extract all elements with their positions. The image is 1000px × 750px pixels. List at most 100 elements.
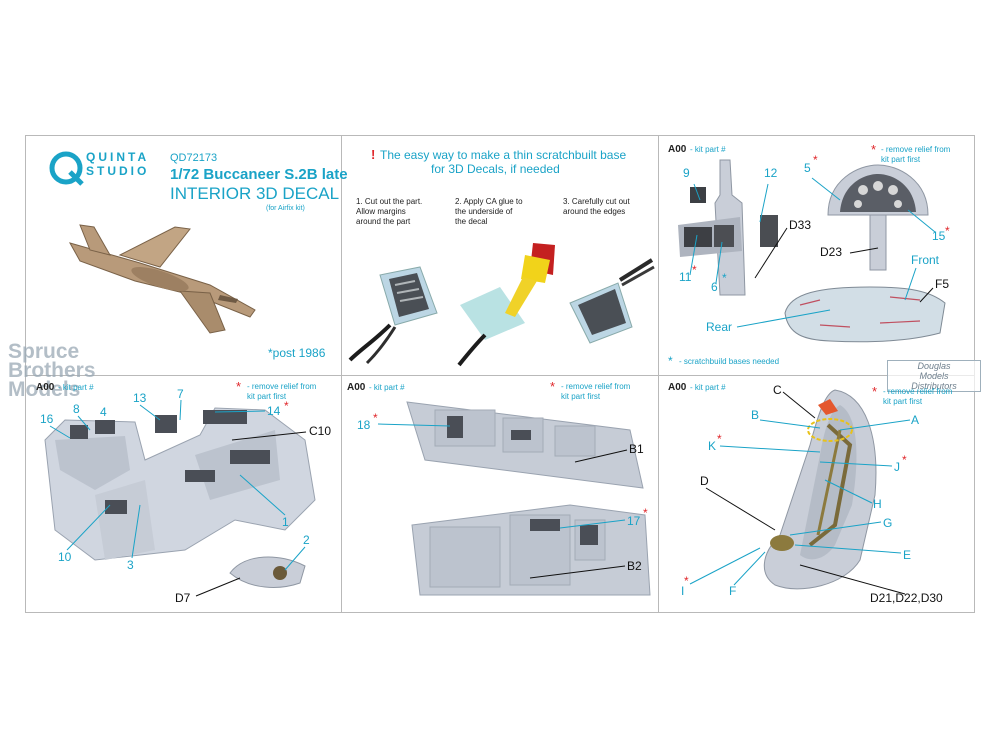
divider: [658, 135, 659, 613]
kit-part-suffix: - kit part #: [369, 383, 405, 392]
relief-line1: - remove relief from: [247, 382, 317, 391]
label-d21-d22-d30: D21,D22,D30: [870, 591, 943, 605]
kit-part-code: A00: [347, 382, 366, 393]
label-11: 11: [679, 270, 692, 284]
instrument-panel-part: [827, 164, 929, 271]
relief-line2: kit part first: [883, 397, 923, 406]
label-7: 7: [177, 387, 184, 401]
label-8: 8: [73, 402, 80, 416]
label-f: F: [729, 584, 737, 598]
scratch-star: *: [668, 354, 673, 368]
label-front: Front: [911, 253, 940, 267]
label-18: 18: [357, 418, 371, 432]
star: *: [373, 411, 378, 425]
relief-line2: kit part first: [881, 155, 921, 164]
star: *: [550, 379, 556, 394]
side-console-b2: [411, 504, 651, 596]
label-14: 14: [267, 404, 281, 418]
relief-line1: - remove relief from: [883, 387, 953, 396]
watermark-douglas: Douglas Models Distributors: [887, 360, 981, 392]
label-e: E: [903, 548, 912, 562]
label-10: 10: [58, 550, 72, 564]
label-2: 2: [303, 533, 310, 547]
label-b1: B1: [629, 442, 644, 456]
relief-line2: kit part first: [561, 392, 601, 401]
star: *: [813, 153, 818, 167]
label-d23: D23: [820, 245, 843, 259]
star: *: [872, 384, 878, 399]
star: *: [722, 271, 727, 285]
product-code: QD72173: [170, 152, 218, 164]
watermark-spruce: Spruce Brothers Models: [8, 340, 96, 401]
brand-line1: QUINTA: [86, 150, 150, 164]
star: *: [945, 224, 950, 238]
divider: [341, 135, 342, 613]
kit-part-code: A00: [668, 144, 687, 155]
label-16: 16: [40, 412, 54, 426]
highlight-ellipse: [807, 418, 853, 442]
label-k: K: [708, 439, 717, 453]
cockpit-tub-part: [44, 407, 316, 561]
label-12: 12: [764, 166, 778, 180]
kit-part-code: A00: [36, 382, 55, 393]
label-4: 4: [100, 405, 107, 419]
label-i: I: [681, 584, 685, 598]
kit-part-suffix: - kit part #: [690, 145, 726, 154]
step2-illustration: [457, 243, 555, 367]
label-15: 15: [932, 229, 946, 243]
scratch-note: - scratchbuild bases needed: [679, 357, 780, 366]
product-type: INTERIOR 3D DECAL: [170, 184, 340, 203]
label-1: 1: [282, 515, 289, 529]
label-d7: D7: [175, 591, 191, 605]
kit-part-suffix: - kit part #: [690, 383, 726, 392]
star: *: [717, 432, 722, 446]
relief-line1: - remove relief from: [561, 382, 631, 391]
label-c: C: [773, 383, 782, 397]
star: *: [902, 453, 907, 467]
howto-title-line2: for 3D Decals, if needed: [431, 162, 560, 176]
label-d: D: [700, 474, 709, 488]
label-j: J: [894, 460, 900, 474]
label-f5: F5: [935, 277, 950, 291]
label-c10: C10: [309, 424, 332, 438]
label-d33: D33: [789, 218, 812, 232]
relief-line2: kit part first: [247, 392, 287, 401]
star: *: [871, 142, 877, 157]
post-note: *post 1986: [268, 346, 326, 360]
star: *: [692, 263, 697, 277]
step1-illustration: [348, 266, 438, 365]
ejection-seat-part: [763, 389, 877, 590]
part-d7: [229, 556, 306, 588]
howto-title-line1: The easy way to make a thin scratchbuilt…: [380, 148, 627, 162]
label-17: 17: [627, 514, 641, 528]
label-g: G: [883, 516, 893, 530]
quinta-logo-icon: [49, 151, 84, 186]
kit-part-suffix: - kit part #: [58, 383, 94, 392]
console-part: [678, 159, 778, 296]
kit-part-code: A00: [668, 382, 687, 393]
label-rear: Rear: [706, 320, 733, 334]
label-a: A: [911, 413, 920, 427]
label-h: H: [873, 497, 882, 511]
label-b: B: [751, 408, 760, 422]
label-9: 9: [683, 166, 690, 180]
label-3: 3: [127, 558, 134, 572]
star: *: [643, 506, 648, 520]
product-name: 1/72 Buccaneer S.2B late: [170, 166, 348, 183]
howto-bang: !: [371, 147, 376, 162]
kit-note: (for Airfix kit): [266, 205, 305, 212]
aircraft-illustration: [68, 224, 256, 334]
side-console-b1: [406, 401, 644, 489]
star: *: [236, 379, 242, 394]
brand-line2: STUDIO: [86, 164, 150, 178]
label-5: 5: [804, 161, 811, 175]
relief-line1: - remove relief from: [881, 145, 951, 154]
star: *: [684, 574, 689, 588]
label-6: 6: [711, 280, 718, 294]
divider: [25, 375, 975, 376]
